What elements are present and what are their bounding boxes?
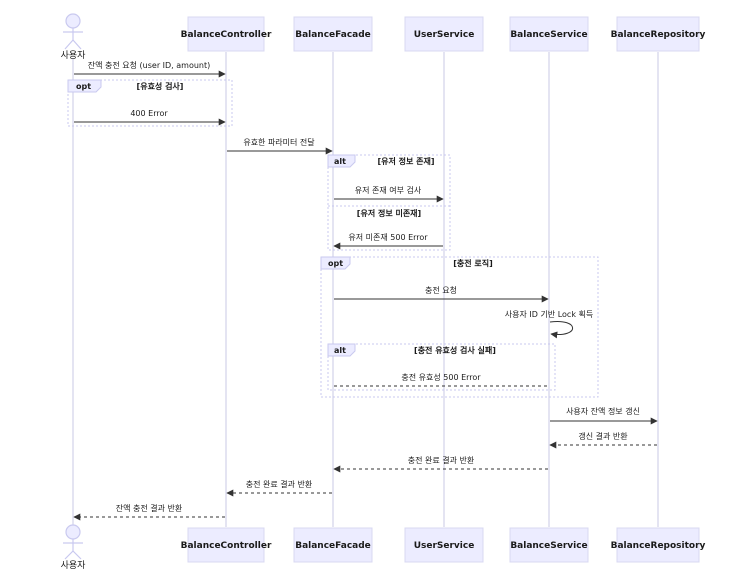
message-label: 충전 완료 결과 반환 [408, 455, 475, 465]
message-lock-acquire: 사용자 ID 기반 Lock 획득 [505, 309, 593, 339]
message-charge-complete-facade: 충전 완료 결과 반환 [333, 455, 548, 473]
fragment-else-condition: [유저 정보 미존재] [357, 208, 421, 218]
message-charge-request: 잔액 충전 요청 (user ID, amount) [74, 60, 226, 78]
message-charge-complete-controller: 충전 완료 결과 반환 [226, 479, 332, 497]
participant-label: UserService [414, 541, 475, 551]
fragment-condition: [충전 로직] [453, 258, 493, 268]
participant-user-bottom: 사용자 [61, 524, 87, 571]
participant-label: BalanceRepository [611, 541, 706, 551]
message-user-exists-check: 유저 존재 여부 검사 [334, 185, 444, 203]
participant-controller-top: BalanceController [181, 16, 272, 52]
fragment-condition: [유효성 검사] [137, 81, 184, 91]
participant-label: BalanceService [510, 30, 587, 40]
message-label: 사용자 ID 기반 Lock 획득 [505, 309, 593, 319]
participant-facade-bottom: BalanceFacade [293, 527, 373, 563]
fragment-opt-charge: opt [충전 로직] [320, 256, 599, 398]
participant-label: BalanceRepository [611, 30, 706, 40]
message-charge-validity-500: 충전 유효성 500 Error [334, 372, 548, 387]
message-update-result: 갱신 결과 반환 [549, 431, 657, 449]
message-user-missing-500: 유저 미존재 500 Error [333, 233, 443, 250]
message-charge-result-user: 잔액 충전 결과 반환 [73, 503, 225, 521]
participant-label: BalanceController [181, 30, 272, 40]
fragment-keyword: opt [76, 82, 91, 91]
message-label: 충전 유효성 500 Error [401, 372, 481, 382]
message-charge-request-service: 충전 요청 [334, 285, 549, 303]
participant-label: BalanceFacade [295, 541, 371, 551]
participant-userservice-top: UserService [404, 16, 484, 52]
message-label: 충전 완료 결과 반환 [246, 479, 313, 489]
fragment-keyword: alt [334, 346, 346, 355]
fragment-opt-validation: opt [유효성 검사] [67, 79, 233, 127]
message-400-error: 400 Error [74, 109, 226, 126]
message-label: 잔액 충전 결과 반환 [116, 503, 183, 513]
fragment-keyword: alt [334, 157, 346, 166]
participant-user-top: 사용자 [61, 13, 87, 61]
participant-label: 사용자 [61, 50, 87, 61]
fragment-condition: [유저 정보 존재] [377, 156, 434, 166]
fragment-keyword: opt [328, 259, 343, 268]
message-label: 잔액 충전 요청 (user ID, amount) [88, 60, 211, 70]
message-label: 유저 존재 여부 검사 [355, 185, 422, 195]
participant-label: BalanceService [510, 541, 587, 551]
message-update-balance: 사용자 잔액 정보 갱신 [550, 406, 658, 425]
message-label: 충전 요청 [425, 285, 457, 295]
participant-repository-bottom: BalanceRepository [611, 527, 706, 563]
participant-userservice-bottom: UserService [404, 527, 484, 563]
participant-label: BalanceController [181, 541, 272, 551]
message-label: 갱신 결과 반환 [578, 431, 628, 441]
fragment-alt-user: alt [유저 정보 존재] [유저 정보 미존재] [327, 154, 451, 251]
participant-label: UserService [414, 30, 475, 40]
message-label: 400 Error [130, 109, 168, 118]
participant-facade-top: BalanceFacade [293, 16, 373, 52]
message-label: 유효한 파라미터 전달 [243, 137, 315, 147]
fragment-condition: [충전 유효성 검사 실패] [414, 345, 496, 355]
participant-repository-top: BalanceRepository [611, 16, 706, 52]
participant-label: BalanceFacade [295, 30, 371, 40]
message-label: 유저 미존재 500 Error [348, 233, 428, 242]
message-valid-params: 유효한 파라미터 전달 [227, 137, 333, 155]
participant-balanceservice-bottom: BalanceService [509, 527, 589, 563]
message-label: 사용자 잔액 정보 갱신 [566, 406, 640, 416]
participant-controller-bottom: BalanceController [181, 527, 272, 563]
participant-balanceservice-top: BalanceService [509, 16, 589, 52]
participant-label: 사용자 [61, 560, 87, 571]
fragment-alt-charge-fail: alt [충전 유효성 검사 실패] [327, 343, 556, 391]
